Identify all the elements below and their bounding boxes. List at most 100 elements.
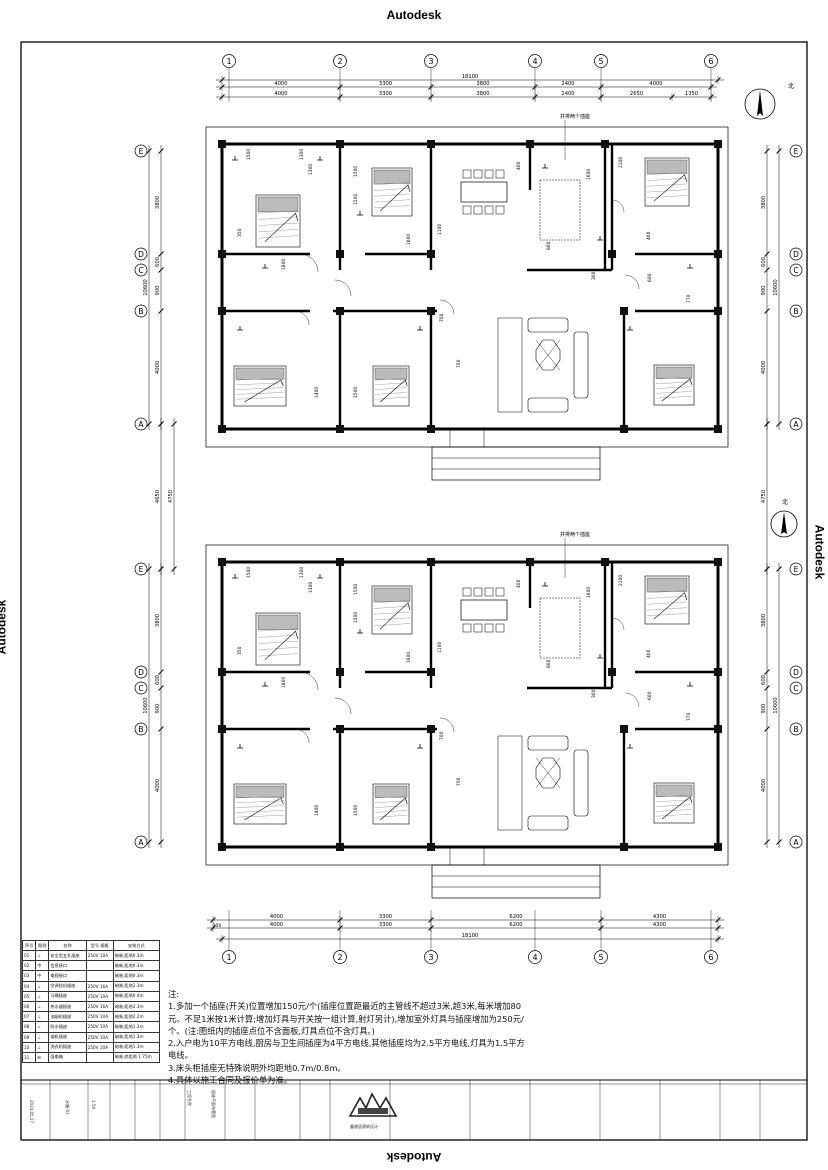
legend-cell: 洗衣机插座 (48, 1041, 87, 1053)
room-dim-label: 770 (686, 712, 692, 721)
sheet-border (20, 41, 808, 1141)
room-dim-label: 700 (439, 731, 445, 740)
dim-label: 4000 (649, 81, 662, 87)
legend-cell: 250V 10A (85, 1011, 114, 1023)
dim-label: 3800 (155, 196, 161, 209)
legend-cell: 250V 10A (85, 1041, 114, 1053)
grid-bubble-col-1: 1 (222, 54, 236, 68)
legend-cell: ⊥ (35, 980, 50, 992)
grid-bubble-row-B: B (134, 304, 148, 318)
socket-icon (417, 744, 423, 749)
dim-label: 4000 (270, 914, 283, 920)
grid-bubble-col-4: 4 (528, 950, 542, 964)
legend-cell: 暗装,距地2.3m (112, 980, 161, 992)
legend-cell: 09 (21, 1031, 37, 1043)
legend-cell: 油烟机插座 (48, 1011, 87, 1023)
room-dim-label: 1800 (281, 677, 287, 688)
room-dim-label: 2100 (618, 157, 624, 168)
legend-cell: 250V 16A (85, 980, 114, 992)
room-dim-label: 1400 (314, 805, 320, 816)
room-dim-label: 600 (647, 273, 653, 282)
dim-label: 4750 (168, 490, 174, 503)
dim-label: 4000 (155, 779, 161, 792)
dim-label: 10600 (773, 279, 779, 296)
grid-bubble-col-5: 5 (594, 54, 608, 68)
legend-cell: 250V 10A (85, 949, 114, 962)
room-dim-label: 700 (439, 313, 445, 322)
room-dim-label: 1300 (299, 567, 305, 578)
grid-bubble-row-B: B (789, 304, 803, 318)
svg-text:E: E (794, 565, 799, 574)
legend-cell: 03 (21, 970, 37, 982)
title-scale: 1:50 (91, 1100, 96, 1109)
svg-text:A: A (793, 420, 799, 429)
room-dim-label: 1100 (437, 224, 443, 235)
grid-bubble-row-A: A (134, 417, 148, 431)
legend-header-1: 图例 (35, 940, 50, 951)
svg-text:6: 6 (708, 57, 713, 66)
note-1: 1.多加一个插座(开关)位置增加150元/个(插座位置距最近的主管线不超过3米,… (168, 1001, 524, 1036)
title-block (21, 1079, 807, 1140)
svg-text:E: E (139, 565, 144, 574)
socket-icon (357, 211, 363, 216)
dim-label: 3800 (476, 91, 489, 97)
title-drawing-name: 插座平面布置图 (211, 1090, 216, 1118)
grid-bubble-row-E: E (789, 562, 803, 576)
legend-cell: 02 (21, 960, 37, 972)
room-dim-label: 700 (456, 777, 462, 786)
svg-text:B: B (138, 725, 143, 734)
dim-label: 4300 (653, 922, 666, 928)
svg-text:D: D (138, 250, 144, 259)
title-drawing-no: 水施-01 (65, 1100, 70, 1115)
dim-label: 2650 (630, 91, 643, 97)
entrance-steps (431, 429, 601, 481)
svg-text:5: 5 (598, 57, 603, 66)
socket-icon (542, 164, 548, 169)
bed-icon (233, 783, 287, 825)
dim-label: 900 (761, 286, 767, 296)
socket-icon (232, 156, 238, 161)
socket-icon (357, 629, 363, 634)
dim-label: 3300 (379, 922, 392, 928)
legend-cell: ⊥ (35, 990, 50, 1002)
grid-bubble-row-E: E (134, 562, 148, 576)
socket-icon (262, 682, 268, 687)
note-4: 4.具体以施工合同及报价单为准。 (168, 1075, 293, 1086)
room-dim-label: 1500 (353, 805, 359, 816)
dim-label: 900 (761, 704, 767, 714)
svg-text:B: B (793, 725, 798, 734)
legend-cell: 250V 16A (85, 1000, 114, 1013)
socket-icon (597, 236, 603, 241)
dim-label: 18100 (462, 933, 479, 939)
dim-label: 600 (761, 675, 767, 685)
entrance-steps (431, 847, 601, 899)
svg-text:4: 4 (532, 57, 537, 66)
dim-label: 6200 (509, 922, 522, 928)
svg-text:A: A (793, 838, 799, 847)
dim-label: 18100 (462, 74, 479, 80)
bed-icon (644, 575, 690, 625)
legend-cell: 信息接口 (48, 960, 87, 972)
dim-label: 3800 (155, 614, 161, 627)
dining-table-icon (460, 169, 508, 215)
grid-bubble-row-C: C (134, 681, 148, 695)
legend-cell: 250V 10A (85, 1031, 114, 1043)
grid-bubble-col-6: 6 (704, 950, 718, 964)
bed-icon (255, 612, 301, 666)
north-arrow-upper: 北 (744, 82, 794, 120)
grid-bubble-col-5: 5 (594, 950, 608, 964)
legend-cell: ⊞ (35, 1051, 50, 1064)
svg-text:6: 6 (708, 953, 713, 962)
dim-label: 900 (155, 286, 161, 296)
legend-cell: 07 (21, 1011, 37, 1023)
dim-right-total-1: 10600 (773, 563, 782, 848)
grid-bubble-col-2: 2 (333, 950, 347, 964)
dim-label: 600 (155, 675, 161, 685)
dim-left-total-0: 10600 (143, 145, 152, 430)
